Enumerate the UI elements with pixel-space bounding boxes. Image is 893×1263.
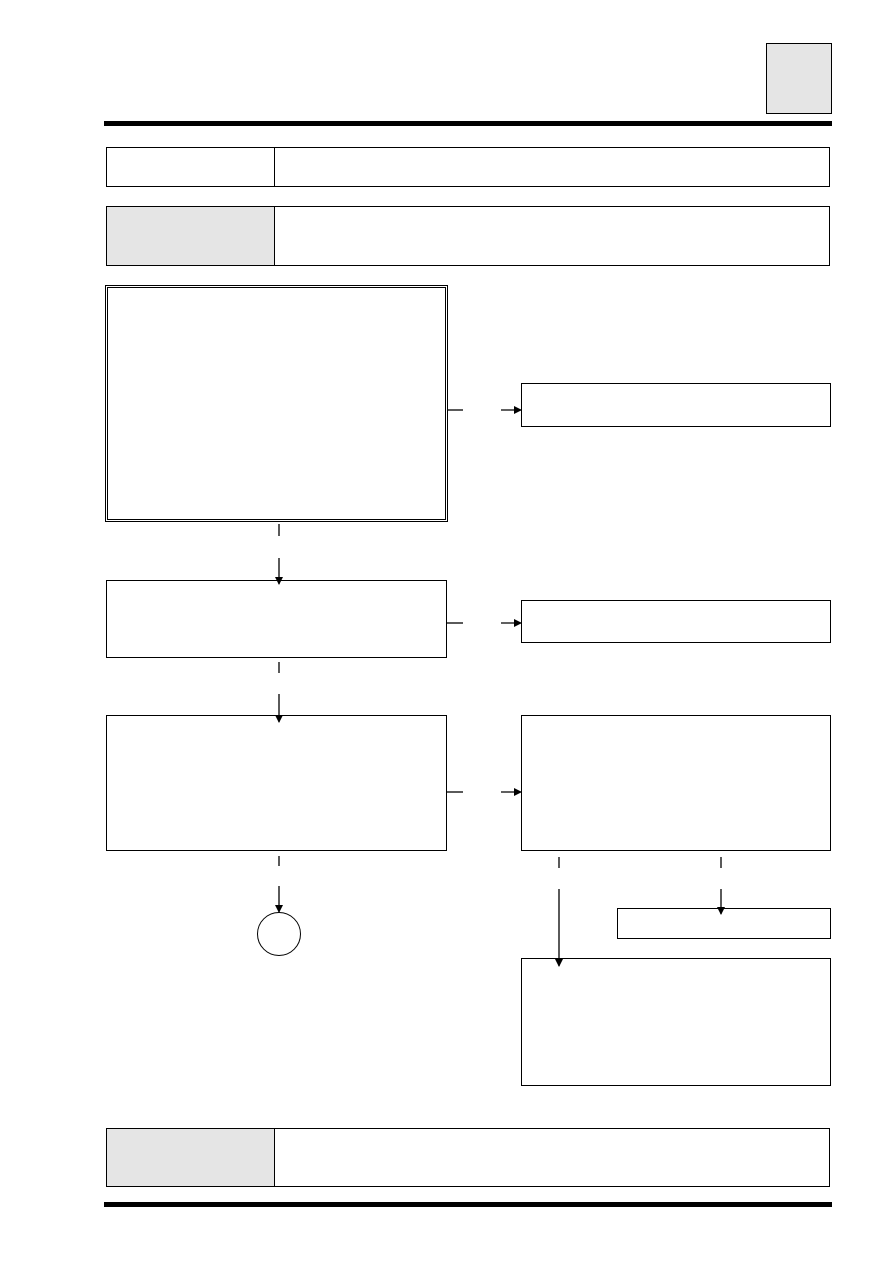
step3-result-box [521, 715, 831, 851]
bottom-rule [104, 1202, 832, 1207]
top-rule [104, 121, 832, 126]
header-label-cell [106, 147, 276, 187]
step2-box [106, 580, 447, 658]
step2-result-box [521, 600, 831, 643]
branch-a-box [521, 958, 831, 1086]
connector-circle [257, 912, 301, 956]
step1-result-box [521, 383, 831, 427]
section-top-value-cell [274, 206, 830, 266]
section-bottom-label-cell [106, 1128, 276, 1187]
step1-box [105, 285, 448, 522]
step3-box [106, 715, 447, 851]
section-top-label-cell [106, 206, 276, 266]
section-bottom-value-cell [274, 1128, 830, 1187]
header-value-cell [274, 147, 830, 187]
corner-tab [766, 43, 832, 114]
